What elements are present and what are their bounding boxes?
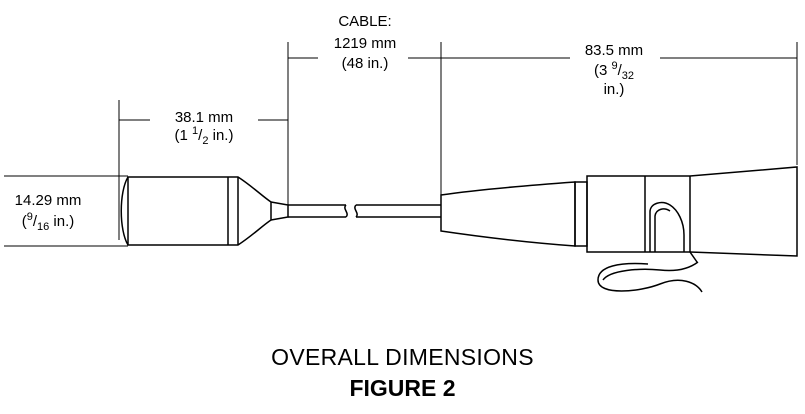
cable-break-right <box>354 204 358 218</box>
connector-length-fraction-den: 32 <box>622 70 634 82</box>
head-length-imperial-open: (1 <box>175 127 193 144</box>
connector-length-imperial-open: (3 <box>594 62 612 79</box>
head-length-fraction-den: 2 <box>202 135 208 147</box>
head-diameter-metric: 14.29 mm <box>15 192 82 209</box>
head-diameter-imperial: (9/16 in.) <box>22 211 75 233</box>
cable-break-left <box>344 204 348 218</box>
connector-body <box>586 166 798 257</box>
connector-length-imperial: (3 9/32 <box>594 60 634 82</box>
extension-lines <box>4 42 798 247</box>
head-length-metric: 38.1 mm <box>175 109 233 126</box>
head-strain-relief <box>270 201 289 221</box>
cable-length-metric: 1219 mm <box>334 35 397 52</box>
connector-latch <box>649 201 685 252</box>
connector-length-fraction-slash: / <box>618 62 623 79</box>
connector-clip <box>597 251 703 293</box>
microphone-head <box>120 176 289 246</box>
dimension-lines <box>119 57 797 121</box>
figure-caption-number: FIGURE 2 <box>349 375 456 401</box>
figure-caption-title: OVERALL DIMENSIONS <box>271 344 534 370</box>
head-length-imperial-close: in.) <box>208 127 233 144</box>
connector-clip-loop <box>602 261 699 281</box>
cable-length-imperial: (48 in.) <box>342 55 389 72</box>
dimension-labels: CABLE: 1219 mm (48 in.) 38.1 mm (1 1/2 i… <box>15 13 644 233</box>
head-diameter-fraction-den: 16 <box>37 221 49 233</box>
connector-collar <box>574 181 588 247</box>
head-diameter-fraction-num: 9 <box>27 211 33 223</box>
connector-length-imperial-line2: in.) <box>604 81 625 98</box>
cable <box>288 204 441 218</box>
cable-label: CABLE: <box>338 13 391 30</box>
head-diameter-imperial-open: ( <box>22 213 27 230</box>
head-diameter-imperial-close: in.) <box>49 213 74 230</box>
connector-boot <box>440 181 576 247</box>
head-length-fraction-slash: / <box>198 127 203 144</box>
head-body <box>120 176 272 246</box>
connector-latch-inner <box>654 208 671 252</box>
head-diameter-fraction-slash: / <box>33 213 38 230</box>
head-length-fraction-num: 1 <box>192 125 198 137</box>
xlr-connector <box>440 166 798 293</box>
head-length-imperial: (1 1/2 in.) <box>175 125 234 147</box>
connector-length-metric: 83.5 mm <box>585 42 643 59</box>
connector-length-fraction-num: 9 <box>611 60 617 72</box>
